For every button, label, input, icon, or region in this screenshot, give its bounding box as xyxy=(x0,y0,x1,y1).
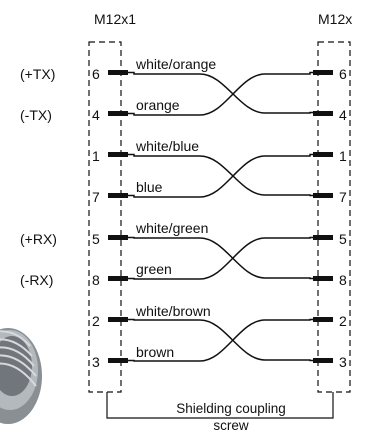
right-pin-number: 3 xyxy=(339,354,347,370)
twisted-pair-4 xyxy=(108,317,333,363)
right-connector-title: M12x xyxy=(318,11,352,27)
shield-bracket xyxy=(106,392,334,419)
right-pin-number: 2 xyxy=(339,313,347,329)
right-pin-number: 4 xyxy=(339,107,347,123)
left-pin-number: 5 xyxy=(92,231,100,247)
shield-label-line1: Shielding coupling xyxy=(176,401,286,416)
right-pin-number: 6 xyxy=(339,66,347,82)
shield-label-line2: screw xyxy=(213,418,249,433)
left-pin-number: 6 xyxy=(92,66,100,82)
wire-color-label: white/blue xyxy=(135,138,199,154)
right-pin-number: 8 xyxy=(339,272,347,288)
wire-color-label: brown xyxy=(136,344,174,360)
left-pin-number: 7 xyxy=(92,189,100,205)
left-pin-number: 4 xyxy=(92,107,100,123)
wire-color-label: white/orange xyxy=(135,56,216,72)
signal-label: (-TX) xyxy=(20,107,52,123)
connector-photo xyxy=(0,328,42,424)
signal-label: (+RX) xyxy=(20,231,57,247)
left-pin-number: 3 xyxy=(92,354,100,370)
left-pin-number: 1 xyxy=(92,148,100,164)
wire-color-label: white/green xyxy=(135,220,208,236)
twisted-pair-1 xyxy=(108,70,333,116)
left-pin-number: 8 xyxy=(92,272,100,288)
signal-label: (-RX) xyxy=(20,272,53,288)
twisted-pair-3 xyxy=(108,235,333,281)
left-connector-title: M12x1 xyxy=(94,11,136,27)
right-connector-housing xyxy=(317,41,351,393)
left-connector-housing xyxy=(88,41,122,393)
wire-color-label: orange xyxy=(136,97,180,113)
wire-color-label: green xyxy=(136,261,172,277)
right-pin-number: 1 xyxy=(339,148,347,164)
wire-color-label: white/brown xyxy=(135,303,211,319)
twisted-pair-2 xyxy=(108,152,333,198)
left-pin-number: 2 xyxy=(92,313,100,329)
right-pin-number: 5 xyxy=(339,231,347,247)
wire-color-label: blue xyxy=(136,179,163,195)
signal-label: (+TX) xyxy=(20,66,55,82)
right-pin-number: 7 xyxy=(339,189,347,205)
